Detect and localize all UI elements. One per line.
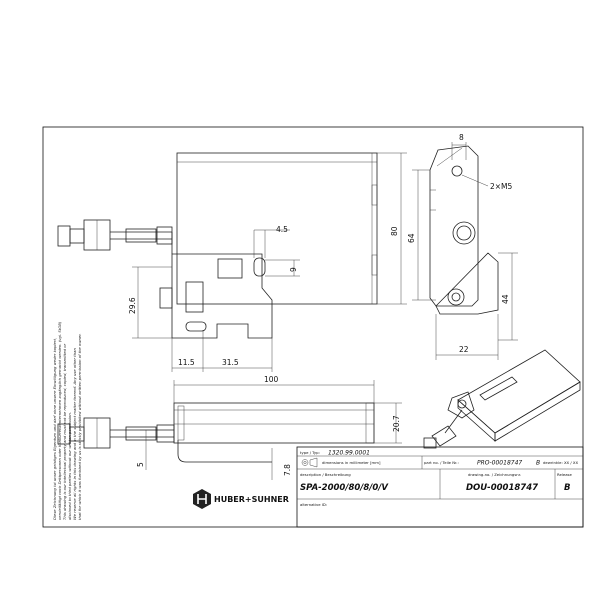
part-revision-note: dewrinkle: XX / XX xyxy=(543,460,578,465)
legal-line-1: Diese Zeichnung ist unser geistiges Eige… xyxy=(52,338,57,520)
front-view-dimensions: 80 4.5 9 29.6 11.5 31.5 xyxy=(128,152,407,372)
release-label: Release xyxy=(557,472,572,477)
dim-hole-gap: 9 xyxy=(289,267,298,272)
front-view xyxy=(57,152,378,339)
legal-note: Diese Zeichnung ist unser geistiges Eige… xyxy=(52,321,82,520)
bottom-view-body xyxy=(173,402,375,444)
dim-bottom-left: 11.5 xyxy=(178,358,195,367)
dim-bottom-mid: 31.5 xyxy=(222,358,239,367)
dim-side-height: 64 xyxy=(407,233,416,243)
dim-top-width: 8 xyxy=(459,133,464,142)
projection-symbol-icon xyxy=(301,457,318,468)
type-label: type / Typ: xyxy=(300,450,320,455)
side-view-dimensions: 8 2×M5 64 44 22 xyxy=(407,133,518,360)
company-name: HUBER+SUHNER xyxy=(214,495,289,504)
isometric-view xyxy=(423,349,581,449)
description-value: SPA-2000/80/8/0/V xyxy=(300,483,389,493)
dim-left-height: 29.6 xyxy=(128,297,137,314)
part-label: part no. / Teile Nr.: xyxy=(424,460,459,465)
alternative-id-label: alternative ID: xyxy=(300,502,327,507)
dim-side-width: 22 xyxy=(459,345,469,354)
title-block: type / Typ: 1320.99.0001 dimensions in m… xyxy=(296,446,584,528)
dim-body-height: 20.7 xyxy=(392,415,401,432)
legal-line-5: We reserve all rights in this drawing an… xyxy=(72,348,77,520)
description-label: description / Beschreibung xyxy=(300,472,351,477)
dim-flange: 7.8 xyxy=(283,464,292,476)
iso-top-face xyxy=(457,349,581,434)
part-revision: B xyxy=(536,460,540,467)
release-value: B xyxy=(564,483,570,493)
legal-line-4: disclosed to third parties without our w… xyxy=(67,412,72,520)
front-view-body xyxy=(176,152,378,305)
front-view-bracket xyxy=(171,253,273,339)
legal-line-2: vervielfältigt noch Drittpersonen oder K… xyxy=(57,321,62,520)
units-note: dimensions in millimeter [mm] xyxy=(322,460,381,465)
dim-cable-offset: 5 xyxy=(136,462,145,467)
company-logo: HUBER+SUHNER xyxy=(193,489,289,509)
legal-line-3: This drawing is our intellectual propert… xyxy=(62,343,67,520)
side-view xyxy=(429,145,499,315)
dim-front-height: 80 xyxy=(390,226,399,236)
drawing-value: DOU-00018747 xyxy=(466,483,538,493)
drawing-label: drawing-no. / Zeichnungsnr. xyxy=(468,472,521,477)
title-block-frame xyxy=(296,446,584,528)
dim-hole-position: 4.5 xyxy=(276,225,288,234)
dim-thread: 2×M5 xyxy=(490,182,513,191)
part-value: PRO-00018747 xyxy=(477,460,522,467)
dim-side-lower: 44 xyxy=(501,294,510,304)
type-value: 1320.99.0001 xyxy=(328,450,370,457)
bottom-view-dimensions: 100 20.7 5 7.8 xyxy=(136,375,402,480)
bottom-view xyxy=(57,402,375,463)
dim-overall-width: 100 xyxy=(264,375,279,384)
side-view-body xyxy=(429,145,479,307)
